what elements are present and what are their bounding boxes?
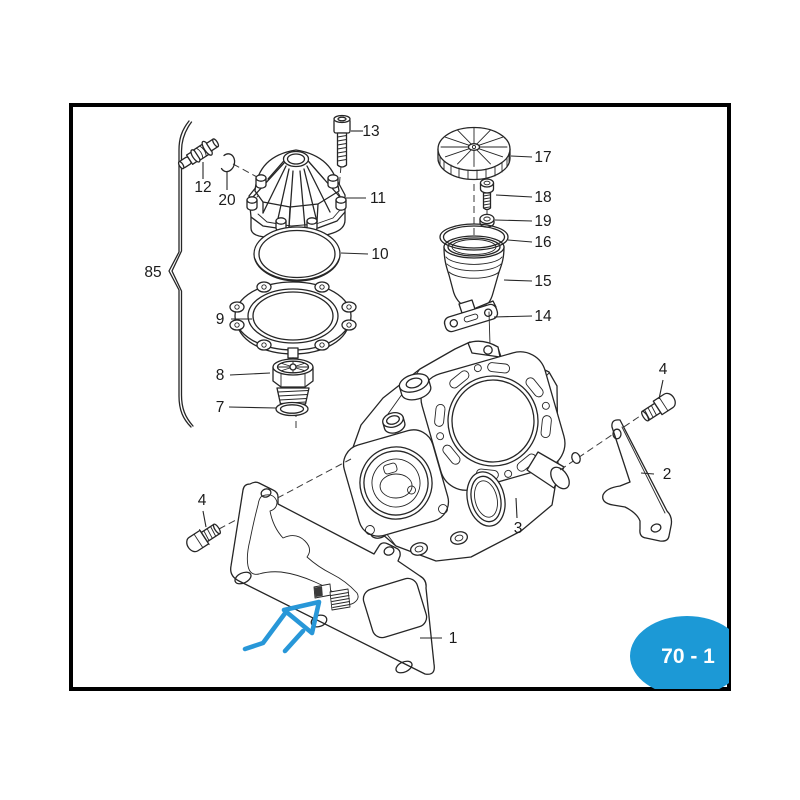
part-label-85: 85: [144, 264, 161, 281]
part-label-13: 13: [362, 123, 379, 140]
part-7-o-ring: [275, 401, 309, 417]
part-label-15: 15: [534, 273, 551, 290]
body-front-flange: [342, 429, 450, 537]
part-label-4-left: 4: [198, 492, 207, 509]
part-15-oil-cup: [443, 235, 505, 327]
diagram-frame: [69, 103, 731, 691]
body-side-pipe: [526, 451, 570, 490]
part-8-valve-fitting: [272, 358, 314, 405]
body-suction-port: [466, 471, 506, 527]
part-label-3: 3: [514, 520, 523, 537]
part-3-pump-body: [342, 340, 570, 562]
arrow-head: [281, 599, 322, 636]
page-badge-shape: [630, 616, 729, 689]
part-label-4-right: 4: [659, 361, 668, 378]
arrow-second-stroke: [282, 628, 306, 654]
part-13-bolt: [333, 114, 351, 168]
part-label-2: 2: [663, 466, 672, 483]
washer: [571, 452, 581, 464]
page-badge: 70 - 1: [630, 616, 729, 689]
page-badge-text: 70 - 1: [661, 645, 715, 668]
part-16-o-ring: [439, 223, 509, 251]
part-label-11: 11: [370, 190, 386, 207]
part-label-18: 18: [534, 189, 551, 206]
part-label-8: 8: [216, 367, 225, 384]
part-label-7: 7: [216, 399, 225, 416]
body-left-port: [382, 412, 406, 434]
part-17-tank-cap: [437, 126, 511, 181]
group-brace-85: [168, 120, 194, 428]
plate-to-body-line: [488, 311, 491, 346]
body-right-flange: [420, 351, 566, 491]
dome-corner-bolts: [246, 174, 347, 232]
part-14-plate: [443, 303, 499, 333]
part-4-bolt-right: [641, 392, 676, 422]
part-20-ring: [220, 153, 236, 173]
part-label-20: 20: [218, 192, 236, 209]
part-label-16: 16: [534, 234, 551, 251]
part-label-17: 17: [534, 149, 551, 166]
part-label-10: 10: [371, 246, 389, 263]
part-1-left-bracket: [230, 481, 435, 675]
annotation-arrows: [242, 599, 322, 654]
part-label-12: 12: [194, 179, 211, 196]
part-11-air-chamber-cover: [246, 149, 347, 252]
part-18-screw: [479, 178, 495, 211]
body-ear-hole: [483, 345, 493, 355]
arrow-tail: [242, 609, 289, 652]
part-9-flange-ring: [229, 281, 357, 363]
body-top-port: [398, 373, 432, 401]
part-label-9: 9: [216, 311, 225, 328]
part-12-fitting: [177, 138, 220, 170]
part-label-14: 14: [534, 308, 552, 325]
part-label-1: 1: [449, 630, 458, 647]
part-labels: 13 11 12 20 85 10 9 8 7 17 18 19 16 15 1…: [144, 123, 671, 647]
part-2-right-bracket: [602, 419, 673, 542]
part-10-diaphragm: [253, 226, 341, 282]
part-label-19: 19: [534, 213, 551, 230]
part-4-bolt-left: [186, 523, 221, 553]
serial-number-plate: [313, 583, 351, 611]
leader-lines: [202, 130, 664, 639]
